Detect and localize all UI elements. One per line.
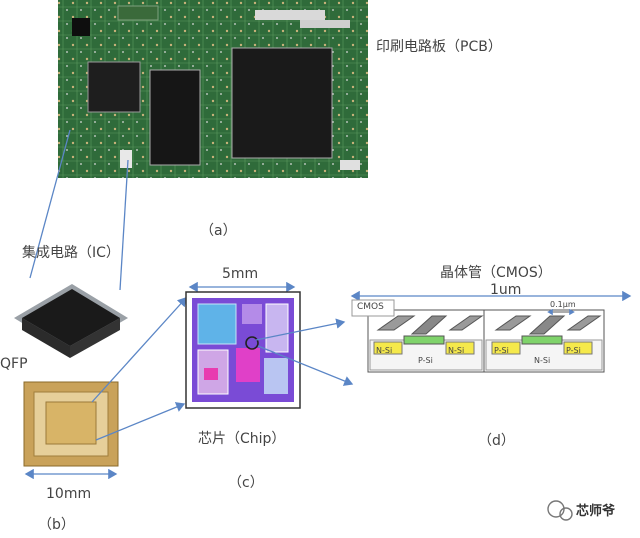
dimension-1um-label: 1um xyxy=(490,282,522,298)
region-label: P-Si xyxy=(494,346,509,355)
region-label: P-Si xyxy=(418,356,433,365)
cmos-diagram xyxy=(367,308,605,373)
caption-c: （c） xyxy=(228,475,264,491)
watermark-text: 芯师爷 xyxy=(576,504,616,519)
region-label: P-Si xyxy=(566,346,581,355)
pcb-image xyxy=(58,0,368,178)
caption-b: （b） xyxy=(38,517,75,533)
cmos-title: 晶体管（CMOS） xyxy=(440,265,552,281)
dimension-10mm-label: 10mm xyxy=(46,486,92,502)
ic-label: 集成电路（IC） xyxy=(22,245,120,261)
cmos-box-label: CMOS xyxy=(357,302,384,312)
cmos-label-box xyxy=(351,299,395,317)
scale-01um-label: 0.1μm xyxy=(550,300,576,309)
chip-die-image xyxy=(185,291,301,409)
qfp-ic-image xyxy=(14,284,128,358)
qfp-label: QFP xyxy=(0,356,28,372)
dimension-5mm-label: 5mm xyxy=(222,266,259,282)
wechat-icon xyxy=(547,500,573,521)
pcb-label: 印刷电路板（PCB） xyxy=(376,39,502,55)
connector-line xyxy=(29,129,71,279)
connector-line xyxy=(119,159,129,291)
region-label: N-Si xyxy=(448,346,465,355)
caption-d: （d） xyxy=(478,433,515,449)
caption-a: （a） xyxy=(200,223,237,239)
chip-label: 芯片（Chip） xyxy=(198,431,286,447)
region-label: N-Si xyxy=(534,356,551,365)
package-image xyxy=(23,381,119,467)
region-label: N-Si xyxy=(376,346,393,355)
